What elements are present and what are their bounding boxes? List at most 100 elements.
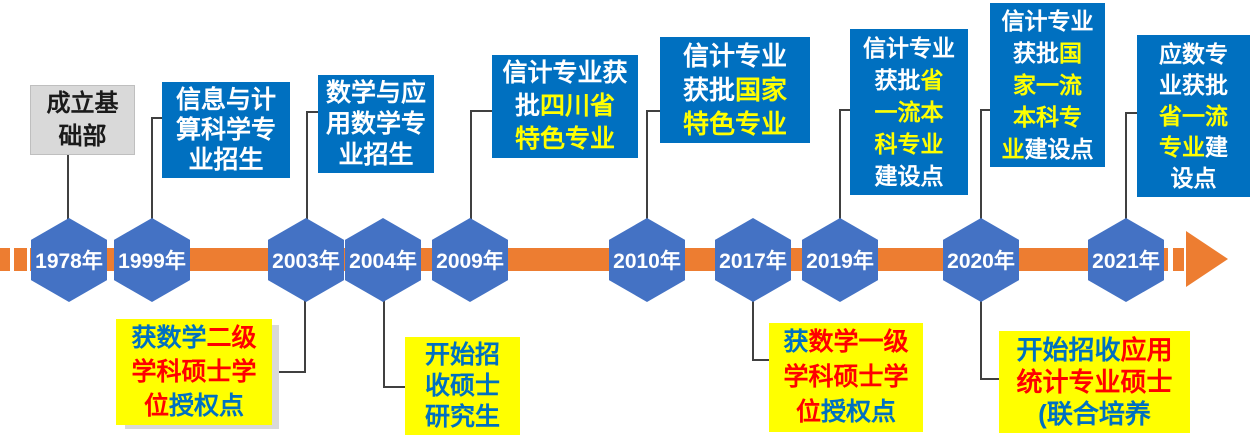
event-text-line: 获数学一级 xyxy=(783,325,908,360)
connector-line xyxy=(383,386,406,388)
text-segment: 国 xyxy=(1059,40,1082,66)
connector-line xyxy=(980,294,982,380)
text-segment: 统计专业硕士 xyxy=(1016,367,1173,397)
text-segment: 一流本 xyxy=(874,99,944,125)
text-segment: 四川省 xyxy=(540,92,616,120)
event-text-line: 信息与计 xyxy=(176,85,276,115)
event-text-line: (联合培养 xyxy=(1038,398,1151,430)
text-segment: 获 xyxy=(783,328,809,356)
event-text-line: 一流本 xyxy=(875,96,944,128)
text-segment: 用数学专 xyxy=(325,109,426,138)
event-text-line: 获批省 xyxy=(875,64,944,96)
text-segment: 业 xyxy=(1001,136,1025,162)
year-label: 2020年 xyxy=(947,250,1015,273)
event-text-line: 获数学二级 xyxy=(131,321,256,355)
text-segment: 国家 xyxy=(735,75,788,105)
text-segment: 成立基 xyxy=(46,90,119,117)
text-segment: 获数学 xyxy=(131,324,207,352)
event-text-line: 学科硕士学 xyxy=(783,360,908,395)
text-segment: 获批 xyxy=(874,67,921,93)
year-hexagon-1999: 1999年 xyxy=(114,218,190,302)
text-segment: 信计专业 xyxy=(863,35,955,61)
event-text-line: 科专业 xyxy=(875,128,944,160)
timeline-arrowhead-icon xyxy=(1186,231,1228,287)
event-text-line: 础部 xyxy=(59,120,107,153)
event-text-line: 获批国 xyxy=(1013,37,1082,69)
event-text-line: 设点 xyxy=(1171,163,1217,194)
year-label: 2009年 xyxy=(436,250,504,273)
text-segment: 建设点 xyxy=(1024,136,1094,162)
text-segment: 业招生 xyxy=(338,140,414,169)
connector-line xyxy=(839,109,841,226)
event-text-line: 特色专业 xyxy=(683,107,787,141)
year-label: 2019年 xyxy=(806,250,874,273)
connector-line xyxy=(151,117,153,226)
text-segment: 授权点 xyxy=(821,398,897,426)
event-2010-national-feature: 信计专业获批国家特色专业 xyxy=(660,37,810,143)
connector-line xyxy=(470,110,472,226)
text-segment: 收硕士 xyxy=(424,371,500,400)
text-segment: 设点 xyxy=(1170,164,1217,191)
event-text-line: 业获批 xyxy=(1159,70,1228,101)
event-2009-provincial-feature: 信计专业获批四川省特色专业 xyxy=(492,55,638,158)
event-text-line: 信计专业获 xyxy=(502,57,627,90)
year-label: 2010年 xyxy=(613,250,681,273)
connector-line xyxy=(306,111,319,113)
timeline-dash xyxy=(14,248,27,271)
connector-line xyxy=(470,110,493,112)
event-text-line: 本科专 xyxy=(1013,101,1082,133)
text-segment: 二级 xyxy=(206,324,257,352)
event-text-line: 专业建 xyxy=(1159,132,1228,163)
text-segment: 家一流 xyxy=(1013,72,1082,98)
text-segment: 算科学专 xyxy=(175,116,276,144)
event-text-line: 成立基 xyxy=(47,87,119,120)
text-segment: 础部 xyxy=(58,123,107,150)
event-text-line: 省一流 xyxy=(1159,101,1228,132)
text-segment: 信息与计 xyxy=(175,86,276,114)
connector-line xyxy=(1125,112,1138,114)
text-segment: 研究生 xyxy=(424,402,500,431)
event-text-line: 用数学专 xyxy=(326,109,426,140)
text-segment: 信计专业获 xyxy=(502,59,628,87)
text-segment: 建 xyxy=(1205,133,1228,160)
text-segment: 应数专 xyxy=(1159,40,1228,67)
connector-line xyxy=(980,109,982,226)
event-2004-master-enrollment: 开始招收硕士研究生 xyxy=(405,337,520,435)
text-segment: 特色专业 xyxy=(682,109,787,139)
connector-line xyxy=(67,155,69,226)
event-2017-first-level-master: 获数学一级学科硕士学位授权点 xyxy=(769,323,923,432)
text-segment: 数学一级 xyxy=(808,328,909,356)
text-segment: 应用 xyxy=(1120,335,1173,365)
text-segment: 建设点 xyxy=(874,163,944,189)
text-segment: 信计专业 xyxy=(1001,8,1094,34)
year-hexagon-2017: 2017年 xyxy=(715,218,791,302)
connector-line xyxy=(752,294,754,361)
connector-line xyxy=(646,110,648,226)
event-text-line: 获批国家 xyxy=(683,73,787,107)
event-text-line: 信计专业 xyxy=(863,32,955,64)
text-segment: 获批 xyxy=(1013,40,1059,66)
connector-line xyxy=(383,294,385,388)
text-segment: 获批 xyxy=(682,75,735,105)
event-text-line: 学科硕士学 xyxy=(131,355,256,389)
event-text-line: 信计专业 xyxy=(1002,5,1094,37)
text-segment: 专业 xyxy=(1159,133,1205,160)
event-2020-national-first-class: 信计专业获批国家一流本科专业建设点 xyxy=(990,3,1105,167)
year-hexagon-2010: 2010年 xyxy=(609,218,685,302)
text-segment: 本科专 xyxy=(1013,104,1082,130)
text-segment: 信计专业 xyxy=(682,41,787,71)
text-segment: 位 xyxy=(143,392,169,420)
year-hexagon-2009: 2009年 xyxy=(432,218,508,302)
year-label: 2021年 xyxy=(1092,250,1160,273)
connector-line xyxy=(646,110,661,112)
year-hexagon-1978: 1978年 xyxy=(31,218,107,302)
connector-line xyxy=(980,109,991,111)
year-label: 1978年 xyxy=(35,250,103,273)
event-text-line: 收硕士 xyxy=(425,371,500,402)
year-hexagon-2003: 2003年 xyxy=(268,218,344,302)
timeline-tail-segment xyxy=(1173,248,1184,271)
event-text-line: 业招生 xyxy=(188,145,263,175)
event-text-line: 业招生 xyxy=(338,140,413,171)
event-text-line: 数学与应 xyxy=(326,78,426,109)
